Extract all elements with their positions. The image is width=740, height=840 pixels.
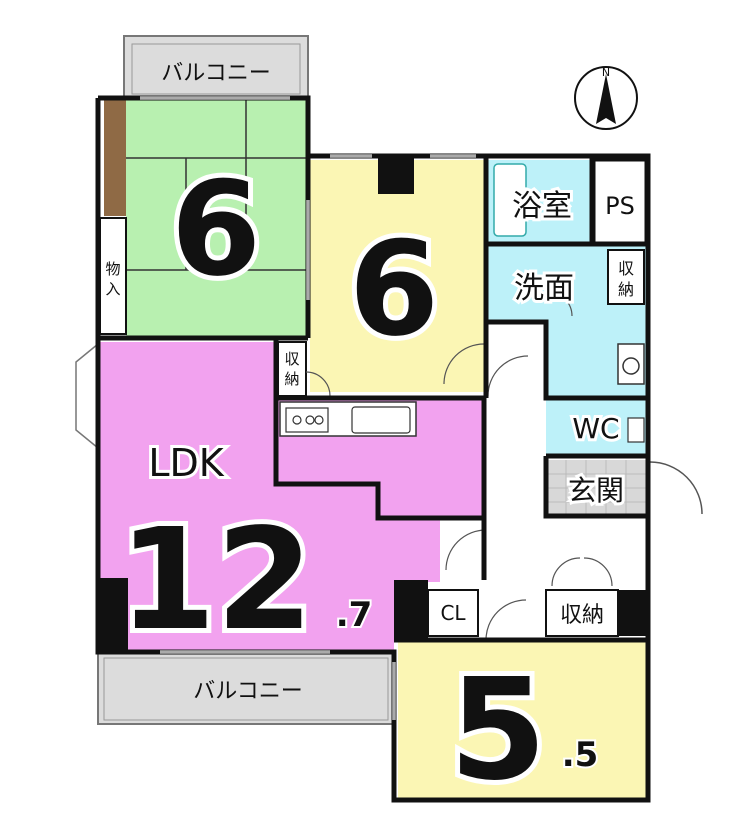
room-bath (488, 160, 592, 244)
room-washitsu (104, 100, 306, 336)
room-entrance (546, 460, 703, 516)
washroom-storage (607, 249, 645, 305)
pillar (98, 578, 128, 650)
closet-label: CL (440, 601, 466, 625)
compass-icon: N (574, 66, 638, 130)
room-western (310, 158, 484, 392)
room-storage-hall (545, 557, 646, 637)
storage-ldk-label-1: 収 (284, 350, 299, 368)
entrance-label: 玄関 (568, 474, 624, 507)
pillar (618, 590, 646, 636)
stove-icon (285, 407, 329, 433)
washroom-storage-label-1: 収 (618, 259, 634, 278)
balcony-top-label: バルコニー (161, 61, 271, 86)
wc-label: WC (572, 412, 619, 445)
ps-label: PS (605, 192, 635, 220)
bathtub-icon (493, 163, 527, 237)
room-wc (546, 400, 646, 454)
bay-window (75, 342, 99, 450)
entrance-door-swing (649, 461, 703, 515)
washroom-label: 洗面 (514, 271, 574, 306)
washbasin-icon (617, 343, 645, 385)
washitsu-size: 6 (171, 153, 261, 305)
pillar (394, 580, 428, 638)
western-room-size: 6 (349, 213, 439, 365)
walls (95, 95, 651, 803)
balcony-bottom-label: バルコニー (193, 679, 303, 704)
balcony-bottom: バルコニー (97, 651, 395, 725)
room-washroom (488, 246, 646, 396)
bath-label: 浴室 (512, 189, 572, 224)
door-swing (305, 371, 331, 397)
window-lines (140, 97, 476, 720)
tatami-lines (126, 100, 306, 271)
entrance-tiles (546, 460, 646, 516)
tokonoma (104, 100, 126, 216)
ldk-size-decimal: .7 (336, 595, 373, 635)
bedroom-size-decimal: .5 (562, 735, 599, 775)
sink-icon (351, 406, 411, 434)
compass-north-label: N (602, 66, 610, 79)
bedroom-size: 5 (449, 649, 546, 812)
monoire-label-1: 物 (105, 260, 120, 278)
room-monoire: 物 入 (99, 217, 127, 335)
pillar (378, 158, 414, 194)
toilet-icon (627, 417, 645, 443)
washroom-storage-label-2: 納 (618, 280, 634, 299)
room-storage-ldk: 収 納 (277, 341, 331, 397)
storage-hall-label: 収納 (560, 603, 604, 628)
storage-ldk-label-2: 納 (284, 370, 299, 388)
door-swings (443, 291, 573, 641)
ldk-label: LDK (148, 441, 224, 485)
room-bedroom (398, 640, 646, 798)
room-closet (394, 580, 479, 661)
balcony-top: バルコニー (123, 35, 309, 99)
room-ldk (75, 342, 484, 652)
monoire-label-2: 入 (105, 280, 120, 298)
ldk-size: 12 (119, 499, 314, 662)
